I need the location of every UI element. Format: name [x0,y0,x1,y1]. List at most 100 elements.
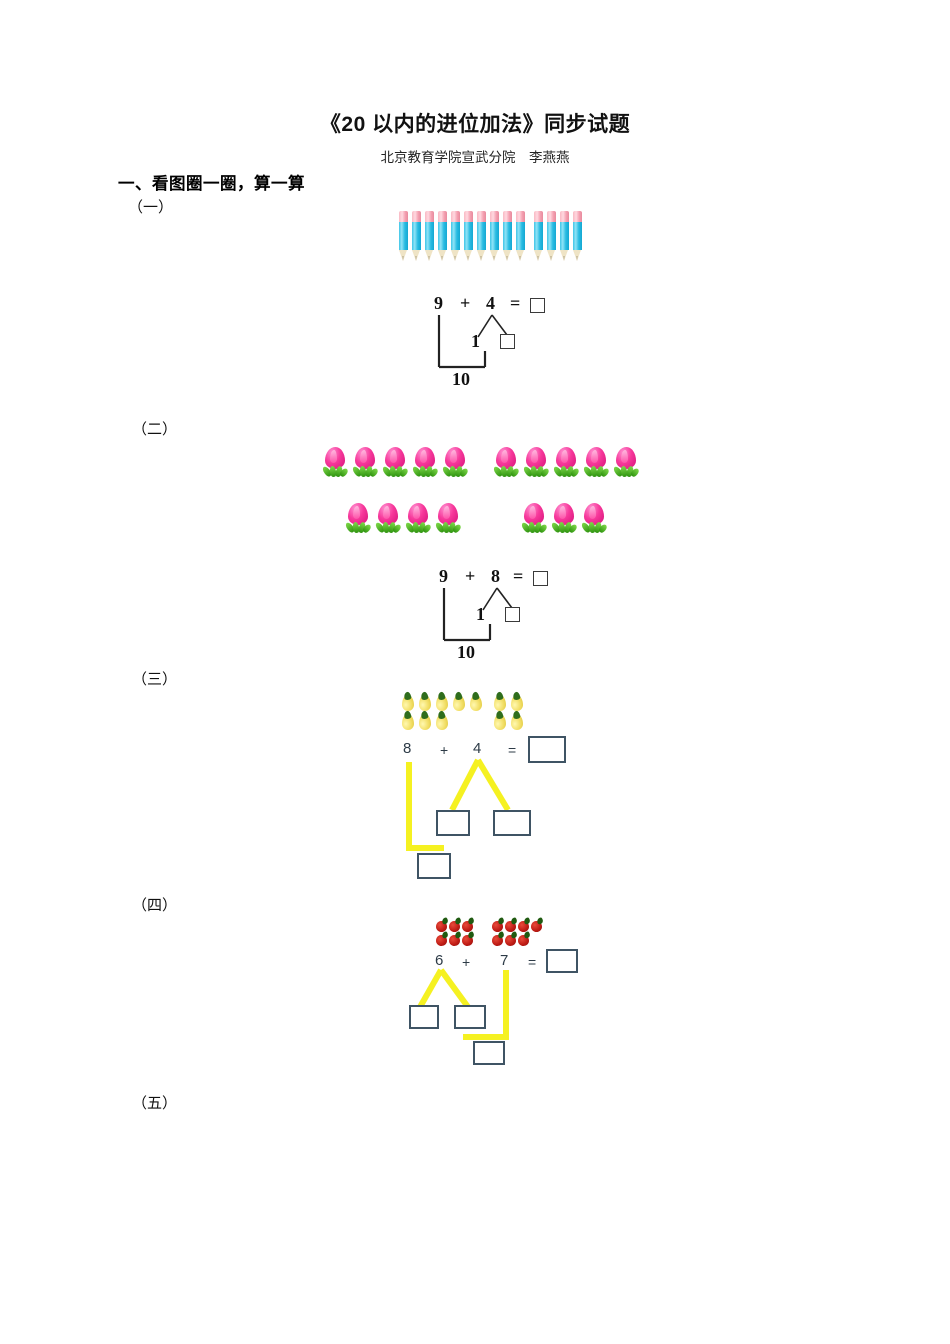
pencil-icon [437,211,448,261]
equation-1-split-right-box[interactable] [500,334,515,349]
flower-icon [404,502,433,534]
pear-group-left [400,691,485,730]
pencil-icon [411,211,422,261]
equation-3-equals: = [508,742,517,758]
part-label-4: （四） [132,897,178,914]
equation-1-split-left: 1 [471,331,480,351]
equation-3-mid-box-right[interactable] [493,810,531,836]
flower-icon [492,446,521,478]
icon-row [492,710,526,730]
pear-icon [417,710,433,730]
pear-icon [492,710,508,730]
pear-group-right [492,691,526,730]
apple-icon [505,917,518,932]
equation-2-answer-box[interactable] [533,571,548,586]
apple-icon [492,931,505,946]
equation-4-mid-box-left[interactable] [409,1005,439,1029]
pencil-icon [572,211,583,261]
pencil-icon [450,211,461,261]
equation-2-addend-1: 9 [439,566,448,586]
flower-row1-group-right [492,446,643,478]
pear-icon [509,710,525,730]
equation-4-bottom-box[interactable] [473,1041,505,1065]
equation-4-addend-1: 6 [435,952,444,969]
pear-icon [400,710,416,730]
equation-1-answer-box[interactable] [530,298,545,313]
flower-icon [612,446,641,478]
pear-icon [492,691,508,711]
apple-icon [449,917,462,932]
equation-3: 8 + 4 = [390,736,580,885]
equation-1-bracket-total: 10 [452,369,470,389]
pear-icon [468,691,484,711]
flower-row1-group-left [321,446,472,478]
flower-icon [344,502,373,534]
equation-1-lines [437,314,508,369]
equation-4-plus: + [462,954,471,970]
flower-icon [434,502,463,534]
flower-row2-group-right [520,502,611,534]
pencil-icon [463,211,474,261]
equation-1: 9 + 4 = 1 10 [430,293,590,393]
equation-3-answer-box[interactable] [528,736,566,763]
flower-row2-group-left [344,502,465,534]
icon-row [492,917,544,932]
equation-3-lines [406,758,511,851]
equation-2-split-left: 1 [476,604,485,624]
equation-1-equals: = [510,293,521,313]
flower-icon [411,446,440,478]
apple-group-left [436,917,475,946]
flower-icon [582,446,611,478]
apple-group-right [492,917,544,946]
pear-icon [434,710,450,730]
pear-icon [400,691,416,711]
icon-row [492,691,526,711]
part-label-5: （五） [132,1095,178,1112]
page-subtitle: 北京教育学院宣武分院 李燕燕 [380,150,570,165]
pear-icon [417,691,433,711]
pencil-group-left [398,211,528,261]
flower-icon [374,502,403,534]
flower-icon [441,446,470,478]
flower-icon [552,446,581,478]
equation-1-plus: + [460,293,471,313]
equation-3-bottom-box[interactable] [417,853,451,879]
icon-row [436,917,475,932]
pencil-group-right [533,211,585,261]
flower-icon [550,502,579,534]
apple-icon [449,931,462,946]
flower-icon [321,446,350,478]
icon-row [436,931,475,946]
apple-icon [436,931,449,946]
pencil-icon [476,211,487,261]
equation-3-mid-box-left[interactable] [436,810,470,836]
equation-2: 9 + 8 = 1 10 [435,566,595,666]
equation-4-equals: = [528,954,537,970]
pencil-icon [515,211,526,261]
page-title: 《20 以内的进位加法》同步试题 [319,113,631,136]
flower-icon [520,502,549,534]
flower-icon [522,446,551,478]
part-label-2: （二） [132,421,178,438]
apple-icon [462,917,475,932]
pencil-icon [502,211,513,261]
equation-1-addend-2: 4 [486,293,495,313]
equation-4-answer-box[interactable] [546,949,578,973]
apple-icon [436,917,449,932]
flower-icon [580,502,609,534]
pencil-icon [533,211,544,261]
flower-icon [381,446,410,478]
equation-4-mid-box-right[interactable] [454,1005,486,1029]
equation-2-equals: = [513,566,524,586]
equation-4-lines [417,968,509,1040]
equation-3-addend-2: 4 [473,740,482,757]
pencil-icon [559,211,570,261]
pear-icon [451,691,467,711]
apple-icon [505,931,518,946]
equation-2-split-right-box[interactable] [505,607,520,622]
part-label-1: （一） [128,199,174,216]
equation-3-addend-1: 8 [403,740,412,757]
equation-2-bracket-total: 10 [457,642,475,662]
equation-2-lines [442,587,513,642]
